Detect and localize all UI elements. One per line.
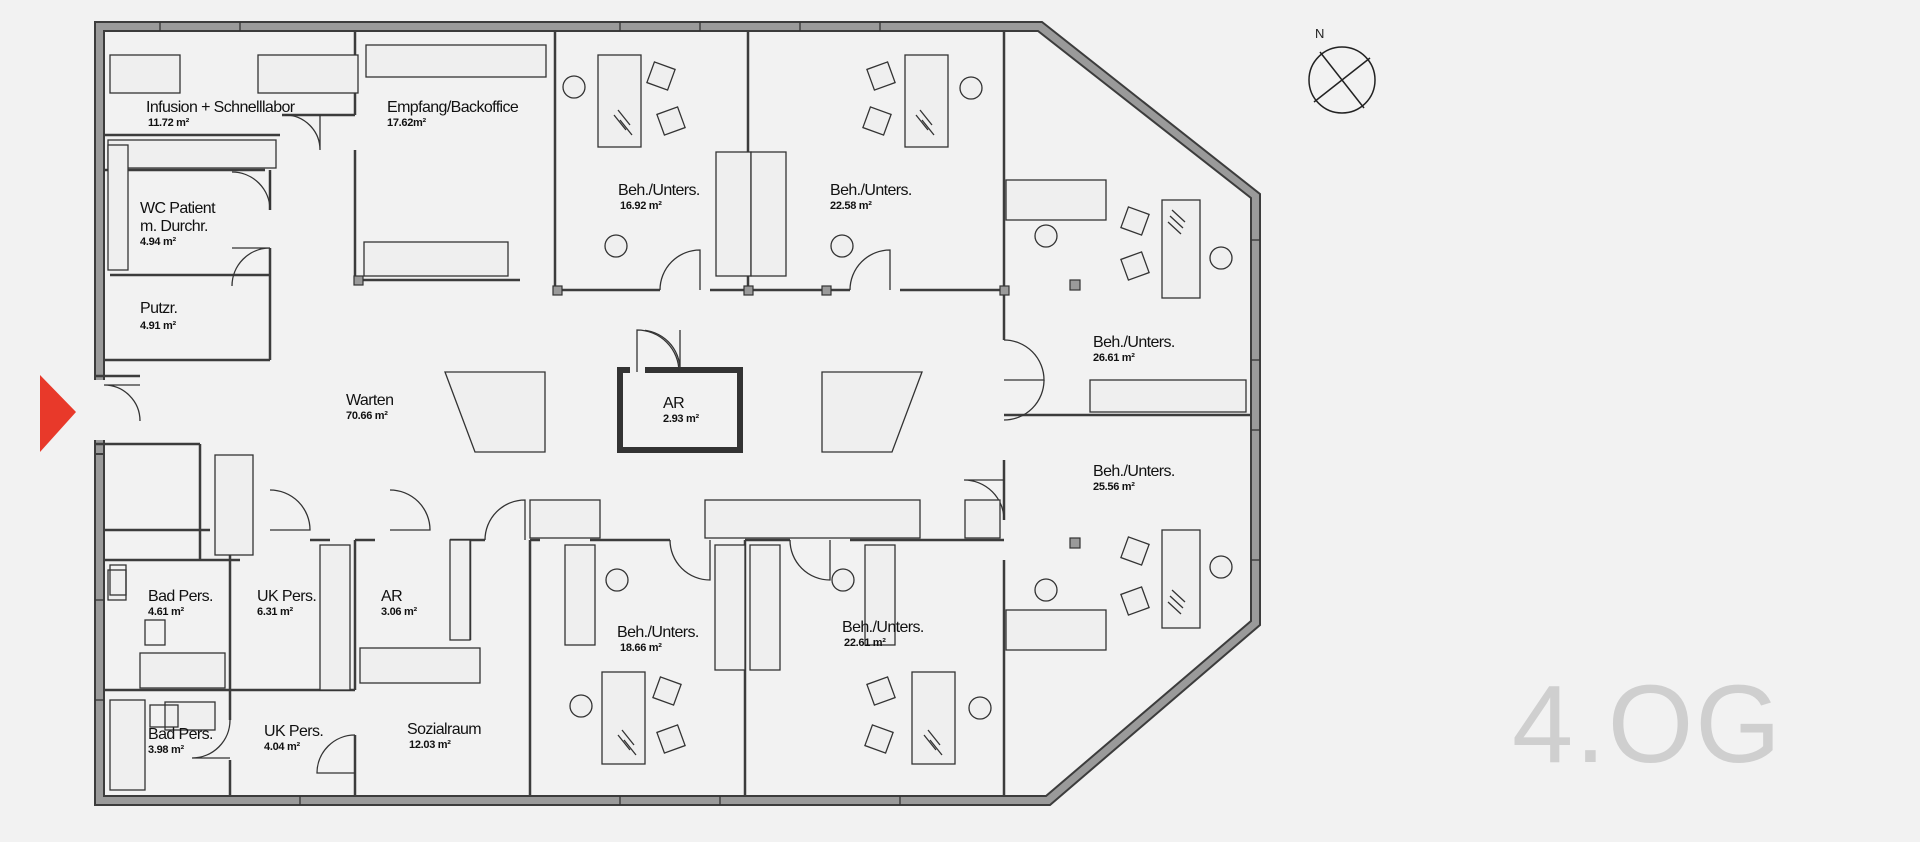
room-name: Bad Pers. xyxy=(148,588,213,605)
room-name: Bad Pers. xyxy=(148,726,213,743)
room-name: Beh./Unters. xyxy=(617,624,699,641)
room-area: 4.04 m² xyxy=(264,741,300,753)
room-name: WC Patient xyxy=(140,200,216,217)
entrance-opening xyxy=(94,380,106,440)
room-area: 3.98 m² xyxy=(148,744,184,756)
room-area: 16.92 m² xyxy=(620,200,662,212)
room-area: 4.94 m² xyxy=(140,236,176,248)
room-name: Beh./Unters. xyxy=(830,182,912,199)
room-area: 22.58 m² xyxy=(830,200,872,212)
door-swings xyxy=(191,114,1045,774)
room-name: AR xyxy=(663,395,684,412)
room-area: 26.61 m² xyxy=(1093,352,1135,364)
room-area: 17.62m² xyxy=(387,117,427,129)
chairs xyxy=(646,61,1150,754)
room-area: 2.93 m² xyxy=(663,413,699,425)
window-marks xyxy=(95,22,1260,805)
compass-north-label: N xyxy=(1315,26,1324,41)
room-area: 12.03 m² xyxy=(409,739,451,751)
room-name: Beh./Unters. xyxy=(842,619,924,636)
wall-pilasters xyxy=(353,275,1081,549)
room-name: UK Pers. xyxy=(257,588,316,605)
room-area: 6.31 m² xyxy=(257,606,293,618)
room-area: 4.91 m² xyxy=(140,320,176,332)
room-name: Beh./Unters. xyxy=(618,182,700,199)
waiting-seat-left xyxy=(444,371,546,453)
room-area: 11.72 m² xyxy=(148,117,190,129)
room-name: Putzr. xyxy=(140,300,177,317)
room-name: Sozialraum xyxy=(407,721,481,738)
room-area: 4.61 m² xyxy=(148,606,184,618)
room-name: AR xyxy=(381,588,402,605)
counters-top xyxy=(107,44,1247,791)
room-name: UK Pers. xyxy=(264,723,323,740)
room-name: Beh./Unters. xyxy=(1093,334,1175,351)
room-labels: Infusion + Schnelllabor 11.72 m² Empfang… xyxy=(140,99,1175,756)
room-name: Infusion + Schnelllabor xyxy=(146,99,296,116)
room-name: Warten xyxy=(346,392,393,409)
room-area: 18.66 m² xyxy=(620,642,662,654)
room-name-line2: m. Durchr. xyxy=(140,218,208,235)
room-area: 22.61 m² xyxy=(844,637,886,649)
waiting-seat-right xyxy=(821,371,923,453)
room-area: 3.06 m² xyxy=(381,606,417,618)
interior-walls-bottom xyxy=(104,444,1004,796)
desks xyxy=(597,54,1201,765)
room-name: Beh./Unters. xyxy=(1093,463,1175,480)
sanitary-fixtures xyxy=(109,564,179,728)
stools xyxy=(562,75,1233,720)
desk-equipment xyxy=(613,109,1186,756)
room-name: Empfang/Backoffice xyxy=(387,99,519,116)
compass-icon: N xyxy=(1308,26,1376,114)
entrance-arrow-icon xyxy=(40,375,76,452)
floor-level-label: 4.OG xyxy=(1512,663,1783,786)
storage-closet-ar xyxy=(617,325,743,453)
room-area: 70.66 m² xyxy=(346,410,388,422)
exterior-wall xyxy=(94,21,1261,806)
entrance-door-swing xyxy=(103,384,141,422)
room-area: 25.56 m² xyxy=(1093,481,1135,493)
